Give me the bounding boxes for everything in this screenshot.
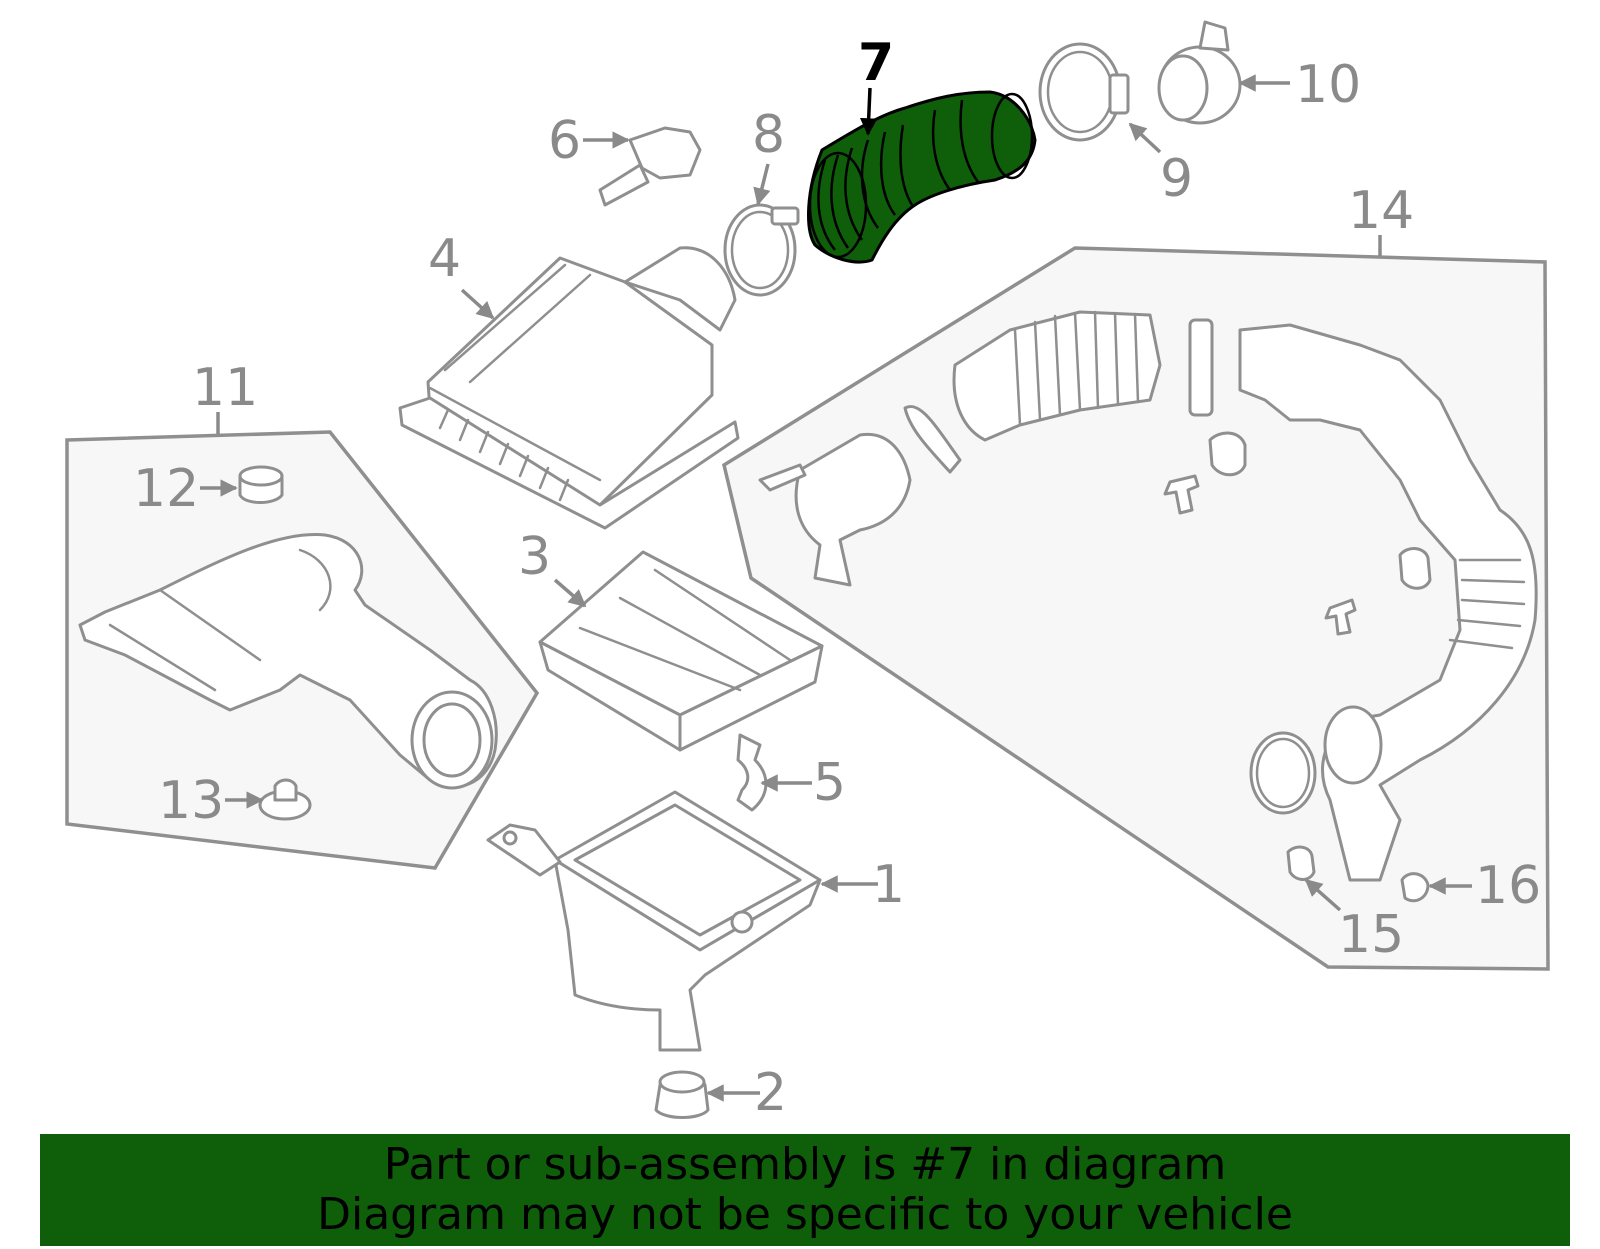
callout-16: 16 — [1475, 856, 1541, 916]
part-14-left-adapter — [794, 432, 912, 587]
part-10-bore — [1157, 54, 1209, 122]
part-12-top — [238, 465, 284, 487]
part-12-nut[interactable] — [238, 465, 284, 504]
part-3-side — [678, 644, 824, 752]
leader-15 — [1304, 878, 1342, 912]
callout-14: 14 — [1348, 181, 1414, 241]
part-4-outlet — [623, 246, 737, 332]
part-14-bracket — [758, 463, 807, 492]
part-4-ribs — [438, 408, 570, 502]
callout-1: 1 — [872, 855, 905, 915]
part-7-hose[interactable] — [807, 90, 1037, 264]
part-6-sensor[interactable] — [598, 126, 702, 207]
part-1-mount-hole — [730, 910, 754, 934]
callout-2: 2 — [754, 1063, 787, 1123]
part-11-outlet-bore — [422, 702, 482, 778]
callout-6: 6 — [548, 111, 581, 171]
part-7-end-ring — [990, 92, 1034, 180]
part-14-seal — [1249, 731, 1317, 815]
part-1-lower-housing[interactable] — [486, 790, 822, 1052]
banner-line-2: Diagram may not be specific to your vehi… — [317, 1189, 1293, 1240]
part-5-body — [736, 733, 768, 812]
part-7-hose-body — [807, 90, 1037, 264]
callout-10: 10 — [1295, 55, 1361, 115]
part-6-body — [628, 126, 702, 180]
part-5-clip[interactable] — [736, 733, 768, 812]
part-11-duct[interactable] — [78, 532, 498, 790]
part-14-sleeve — [1188, 318, 1214, 417]
part-4-flange — [398, 396, 740, 530]
part-4-cover[interactable] — [398, 246, 740, 530]
part-14-duct-ribs — [1448, 558, 1526, 650]
part-2-drain[interactable] — [654, 1070, 710, 1119]
part-1-inner — [573, 803, 802, 937]
part-14-bushing — [1398, 547, 1432, 590]
callout-12: 12 — [133, 459, 199, 519]
part-10-sensor-housing[interactable] — [1157, 20, 1242, 125]
leader-8 — [753, 163, 771, 206]
part-15-body — [1286, 845, 1316, 881]
part-11-detail — [108, 548, 332, 692]
part-6-probe — [598, 163, 650, 207]
part-2-top — [658, 1070, 706, 1094]
part-15-grommet[interactable] — [1286, 845, 1316, 881]
part-9-clamp-ring — [1038, 42, 1122, 142]
callout-8: 8 — [752, 105, 785, 165]
part-13-grommet[interactable] — [258, 778, 312, 821]
part-14-intake-assembly[interactable] — [758, 310, 1538, 882]
part-8-clamp-screw — [770, 206, 800, 226]
part-9-clamp-screw — [1108, 73, 1130, 115]
part-14-pin — [1163, 474, 1200, 515]
notice-banner: Part or sub-assembly is #7 in diagram Di… — [40, 1134, 1570, 1246]
leader-3 — [553, 578, 587, 608]
callout-11: 11 — [192, 358, 258, 418]
part-7-rib — [817, 159, 836, 251]
leader-4 — [460, 288, 495, 320]
callout-13: 13 — [158, 771, 224, 831]
part-8-clamp-inner — [730, 210, 790, 290]
part-10-tab — [1198, 20, 1230, 52]
part-16-clip[interactable] — [1400, 872, 1430, 903]
banner-line-1: Part or sub-assembly is #7 in diagram — [383, 1139, 1227, 1190]
part-3-pleat-lines — [578, 568, 792, 692]
part-14-bushing — [1208, 431, 1247, 477]
callout-3: 3 — [518, 527, 551, 587]
part-7-rib — [879, 131, 897, 216]
part-7-rib — [860, 139, 880, 229]
callout-5: 5 — [813, 753, 846, 813]
callout-7: 7 — [858, 33, 894, 93]
leader-7 — [859, 87, 878, 136]
part-3-filter[interactable] — [538, 550, 824, 752]
part-7-mouth — [808, 151, 868, 259]
part-4-ridge — [428, 263, 602, 482]
part-1-body — [553, 858, 822, 1052]
part-14-pin — [1324, 598, 1357, 636]
part-14-ring — [903, 405, 962, 474]
part-14-duct-outlet — [1323, 705, 1383, 785]
part-7-rib — [959, 99, 980, 183]
callout-4: 4 — [428, 229, 461, 289]
part-7-rib — [899, 124, 914, 206]
part-13-stem — [273, 778, 298, 802]
part-8-clamp[interactable] — [723, 203, 800, 297]
part-7-rib — [830, 154, 850, 249]
part-16-body — [1400, 872, 1430, 903]
callout-15: 15 — [1338, 905, 1404, 965]
part-14-bellows-ribs — [1013, 310, 1140, 427]
leader-9 — [1128, 122, 1162, 154]
callout-9: 9 — [1160, 149, 1193, 209]
part-14-seal-inner — [1255, 737, 1311, 809]
part-7-rib — [931, 109, 952, 191]
part-9-clamp[interactable] — [1038, 42, 1130, 142]
part-1-bracket — [486, 823, 562, 877]
part-14-main-duct — [1238, 323, 1538, 882]
part-1-mount-hole — [502, 830, 518, 846]
